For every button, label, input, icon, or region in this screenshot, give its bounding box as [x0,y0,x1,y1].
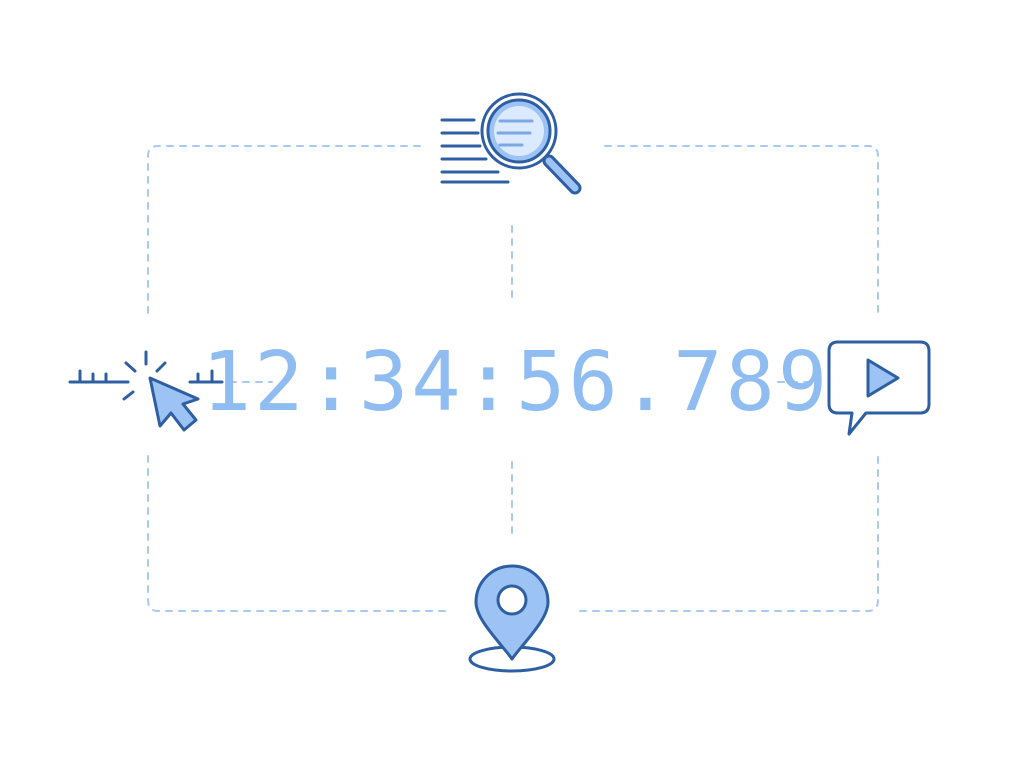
frame-top-right [604,145,879,319]
dashed-connectors [147,145,879,612]
click-timeline-icon [68,350,224,432]
video-message-icon [827,340,931,436]
frame-bottom-left [147,455,447,612]
clock-display: 12:34:56.789 [202,335,830,430]
frame-bottom-right [579,455,879,612]
location-pin-icon [468,564,556,673]
search-document-icon [440,92,582,195]
frame-top-left [147,145,421,319]
